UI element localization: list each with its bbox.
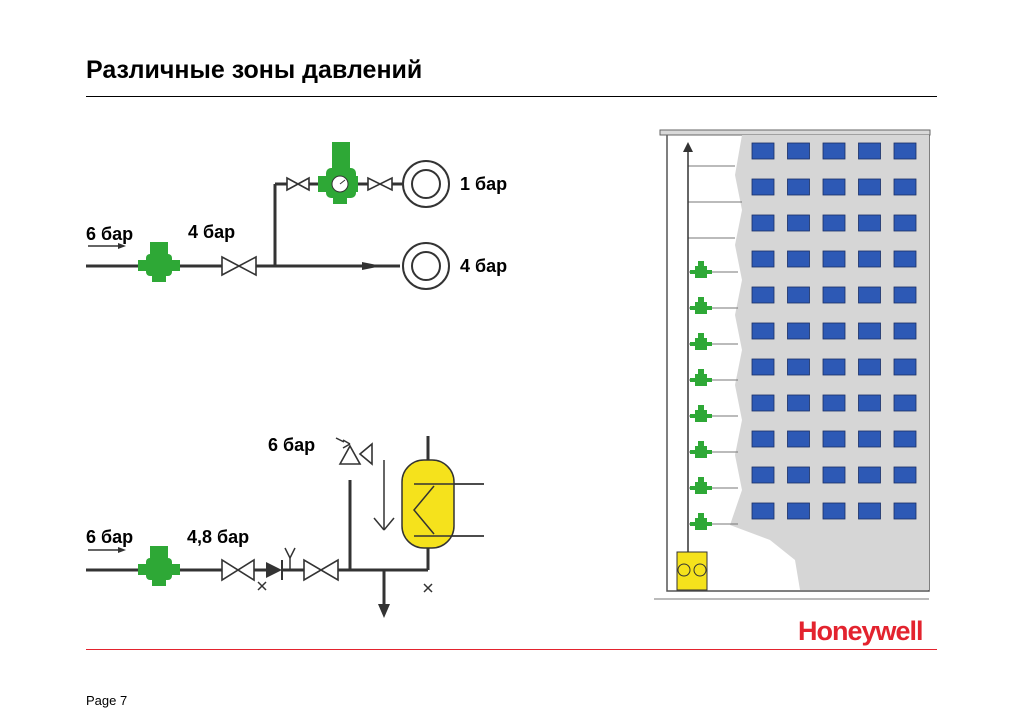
window <box>858 430 881 448</box>
window <box>858 358 881 376</box>
consumer-icon <box>402 160 450 208</box>
window <box>822 322 846 340</box>
window <box>858 502 881 520</box>
window <box>822 286 846 304</box>
window <box>751 286 775 304</box>
window <box>858 142 881 160</box>
window <box>858 286 881 304</box>
floor-pressure-reducer-icon <box>688 369 738 386</box>
window <box>751 322 775 340</box>
window <box>822 430 846 448</box>
window <box>751 430 775 448</box>
window <box>858 178 881 196</box>
window <box>858 322 881 340</box>
window <box>858 214 881 232</box>
floor-pressure-reducer-icon <box>688 333 738 350</box>
window <box>893 430 917 448</box>
floor-pressure-reducer-icon <box>688 261 738 278</box>
window <box>751 502 775 520</box>
window <box>893 214 917 232</box>
window <box>787 286 810 304</box>
floor-pressure-reducer-icon <box>688 297 738 314</box>
window <box>822 358 846 376</box>
window <box>858 394 881 412</box>
window <box>858 466 881 484</box>
window <box>751 358 775 376</box>
window <box>822 250 846 268</box>
window <box>822 466 846 484</box>
window <box>787 214 810 232</box>
window <box>893 502 917 520</box>
window <box>787 430 810 448</box>
floor-pressure-reducer-icon <box>688 441 738 458</box>
window <box>787 250 810 268</box>
window <box>822 214 846 232</box>
window <box>822 142 846 160</box>
window <box>787 178 810 196</box>
window <box>858 250 881 268</box>
window <box>893 286 917 304</box>
window <box>787 466 810 484</box>
window <box>751 394 775 412</box>
bottom-reduced-pressure: 4,8 бар <box>187 527 250 547</box>
consumer-icon <box>402 242 450 290</box>
window <box>787 394 810 412</box>
window <box>787 322 810 340</box>
window <box>787 142 810 160</box>
pump-icon <box>676 551 708 591</box>
window <box>822 394 846 412</box>
honeywell-logo: Honeywell <box>798 616 924 646</box>
title-divider <box>86 96 937 97</box>
floor-pressure-reducer-icon <box>688 405 738 422</box>
window <box>787 502 810 520</box>
zone2-pressure: 4 бар <box>460 256 508 276</box>
page-title: Различные зоны давлений <box>86 56 423 84</box>
window <box>787 358 810 376</box>
footer-divider <box>86 649 937 650</box>
bottom-inlet-pressure: 6 бар <box>86 527 134 547</box>
top-inlet-pressure: 6 бар <box>86 224 134 244</box>
window <box>893 178 917 196</box>
window <box>893 466 917 484</box>
pressure-reducer-icon <box>138 546 180 586</box>
pressure-reducer-gauge-icon <box>318 142 358 204</box>
window <box>822 178 846 196</box>
floor-pressure-reducer-icon <box>688 513 738 530</box>
window <box>751 214 775 232</box>
window <box>893 358 917 376</box>
pressure-reducer-icon <box>138 242 180 282</box>
floor-pressure-reducer-icon <box>688 477 738 494</box>
zone1-pressure: 1 бар <box>460 174 508 194</box>
page-number: Page 7 <box>86 693 128 708</box>
window <box>751 142 775 160</box>
window <box>893 142 917 160</box>
safety-valve-pressure: 6 бар <box>268 435 316 455</box>
window <box>893 322 917 340</box>
window <box>893 394 917 412</box>
window <box>822 502 846 520</box>
water-heater-tank-icon <box>401 459 484 549</box>
window <box>751 178 775 196</box>
window <box>751 250 775 268</box>
top-reduced-pressure: 4 бар <box>188 222 236 242</box>
window <box>893 250 917 268</box>
window <box>751 466 775 484</box>
